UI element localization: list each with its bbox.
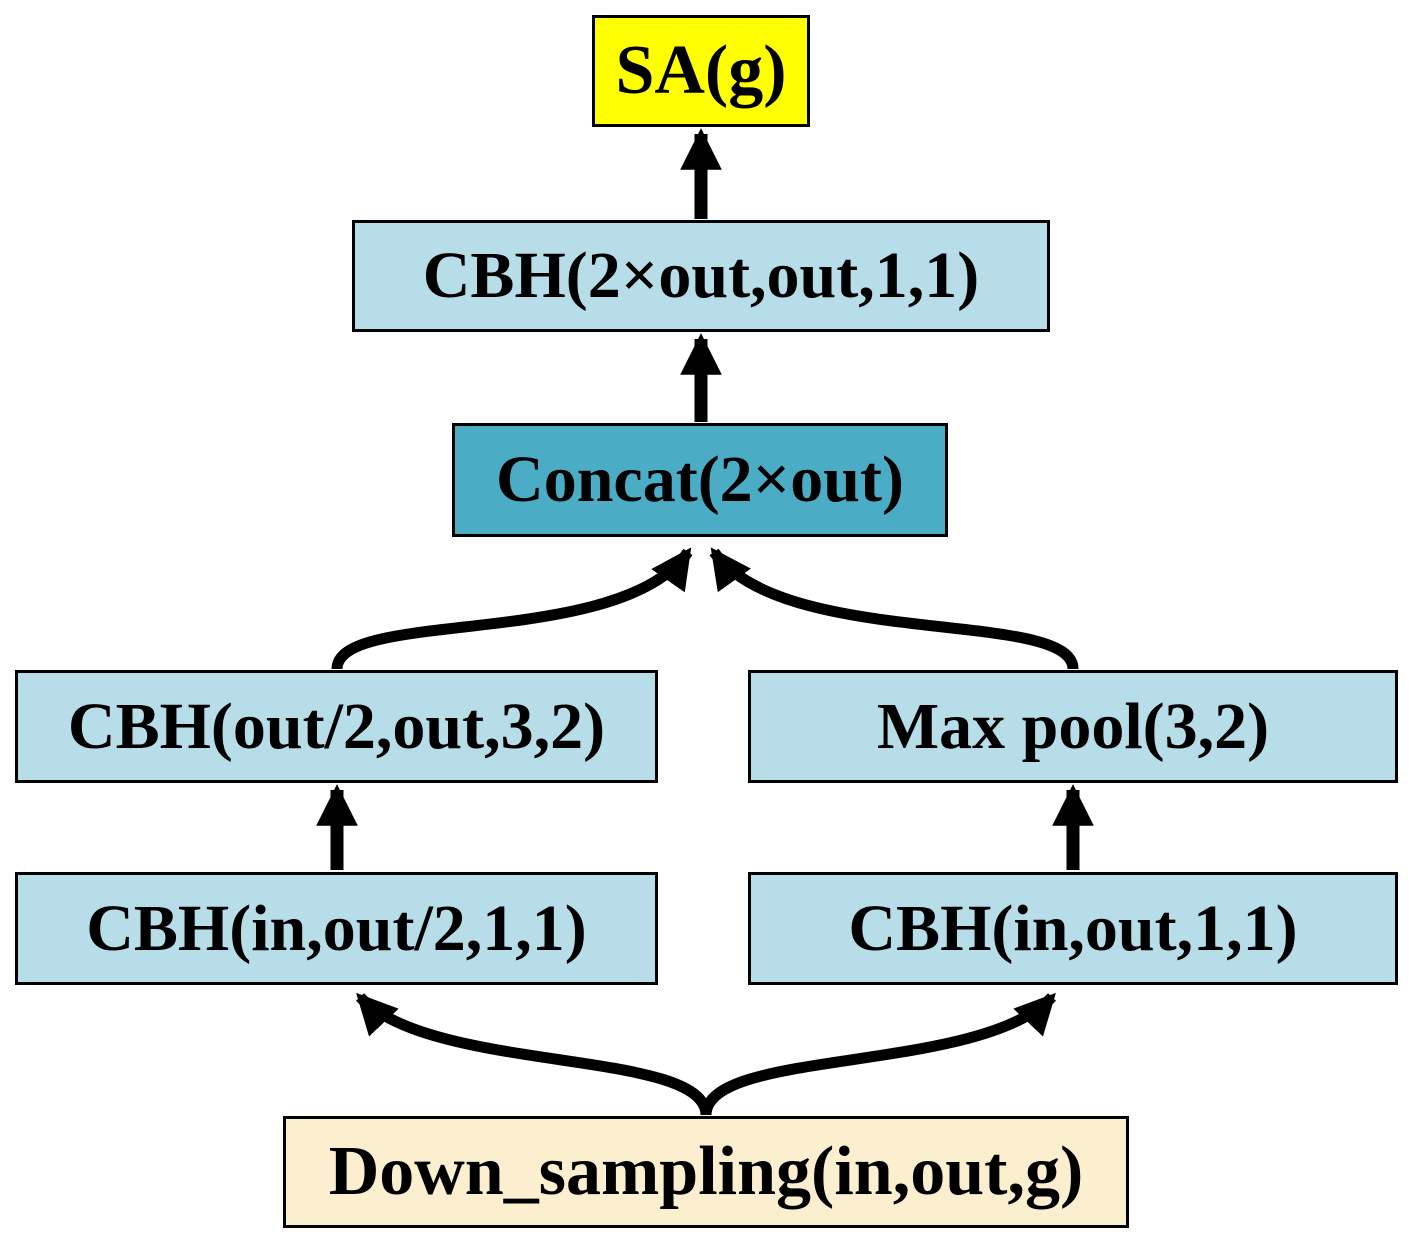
node-cbh-low-right: CBH(in,out,1,1) bbox=[748, 872, 1398, 985]
node-cbh-low-left-label: CBH(in,out/2,1,1) bbox=[86, 891, 587, 965]
node-cbh-mid-left: CBH(out/2,out,3,2) bbox=[15, 670, 658, 783]
node-max-pool: Max pool(3,2) bbox=[748, 670, 1398, 783]
node-down-sampling-label: Down_sampling(in,out,g) bbox=[328, 1133, 1084, 1210]
node-down-sampling: Down_sampling(in,out,g) bbox=[283, 1116, 1129, 1228]
node-cbh-top: CBH(2×out,out,1,1) bbox=[352, 220, 1050, 332]
node-cbh-mid-left-label: CBH(out/2,out,3,2) bbox=[67, 689, 606, 763]
node-sa: SA(g) bbox=[592, 15, 810, 127]
node-cbh-low-left: CBH(in,out/2,1,1) bbox=[15, 872, 658, 985]
node-sa-label: SA(g) bbox=[615, 32, 787, 109]
node-concat-label: Concat(2×out) bbox=[496, 443, 904, 516]
node-cbh-low-right-label: CBH(in,out,1,1) bbox=[848, 891, 1298, 965]
arrow-downsampling-to-cbhlowright bbox=[700, 992, 1057, 1116]
arrow-cbhmidleft-to-concat bbox=[331, 547, 693, 671]
arrow-maxpool-to-concat bbox=[709, 547, 1079, 671]
node-max-pool-label: Max pool(3,2) bbox=[876, 689, 1270, 763]
node-cbh-top-label: CBH(2×out,out,1,1) bbox=[422, 239, 980, 312]
arrow-downsampling-to-cbhlowleft bbox=[355, 992, 712, 1116]
node-concat: Concat(2×out) bbox=[452, 423, 948, 537]
